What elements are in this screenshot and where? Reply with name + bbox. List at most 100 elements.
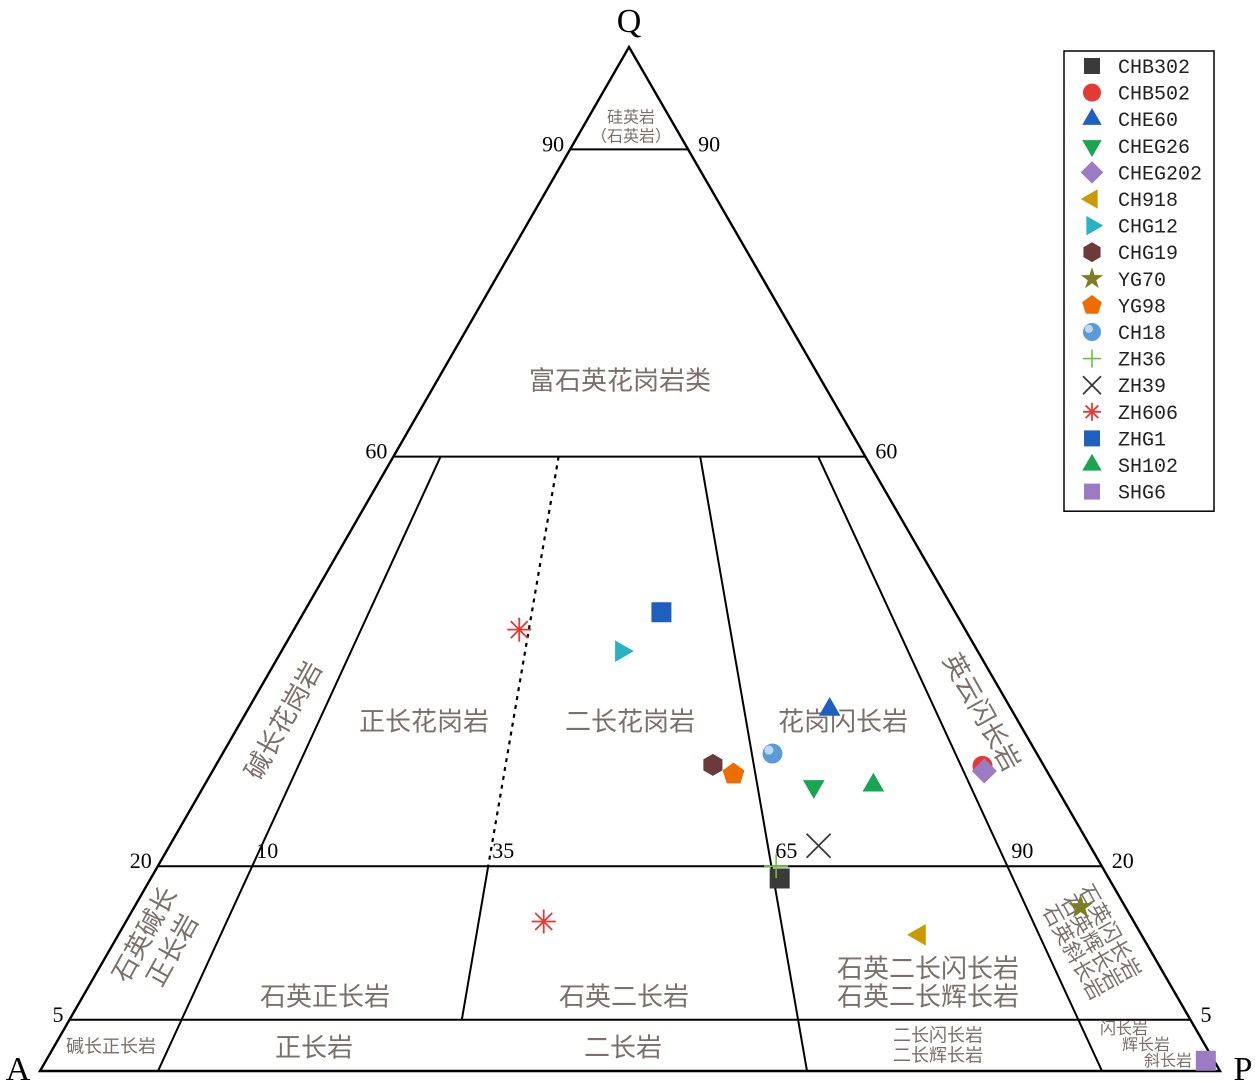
- field-alkali-syenite-line-0: 碱长正长岩: [66, 1036, 156, 1057]
- field-monzodiorite-line-0: 二长闪长岩: [893, 1025, 983, 1046]
- legend-marker-shg6: [1084, 483, 1100, 500]
- legend-entry-chb302: CHB302: [1084, 57, 1190, 80]
- point-ch918: [907, 923, 926, 946]
- legend-entry-cheg26: CHEG26: [1082, 137, 1190, 160]
- diagram-frame: [37, 44, 1223, 1073]
- point-zhg1: [651, 602, 672, 623]
- ratio-line-65: [699, 456, 808, 1072]
- field-diorite-line-0: 闪长岩: [1100, 1019, 1148, 1038]
- point-cheg202: [971, 758, 997, 784]
- q-tick-left-60: 60: [365, 439, 387, 464]
- ratio-line-90: [817, 456, 1103, 1072]
- field-qz-syenite-line-0: 石英正长岩: [260, 982, 390, 1012]
- field-quartz-rich-granitoid: 富石英花岗岩类: [529, 366, 711, 396]
- legend-label-yg98: YG98: [1118, 296, 1166, 319]
- q-tick-right-5: 5: [1200, 1002, 1211, 1027]
- legend-entry-cheg202: CHEG202: [1080, 161, 1202, 186]
- field-syenogranite-line-0: 正长花岗岩: [359, 707, 489, 737]
- legend-marker-sh102: [1082, 453, 1102, 471]
- point-cheg26: [802, 780, 825, 799]
- legend-marker-cheg26: [1082, 140, 1102, 158]
- field-labels: 硅英岩（石英岩）富石英花岗岩类碱长花岗岩正长花岗岩二长花岗岩花岗闪长岩英云闪长岩…: [66, 107, 1192, 1070]
- legend-entry-chg19: CHG19: [1083, 242, 1178, 266]
- point-ch18: [762, 743, 783, 764]
- legend-marker-chb302: [1084, 58, 1100, 74]
- field-syenite-line-0: 正长岩: [275, 1033, 353, 1063]
- triangle-outline: [37, 44, 1223, 1073]
- legend-entry-zh39: ZH39: [1082, 375, 1166, 399]
- legend-entry-yg70: YG70: [1080, 267, 1166, 293]
- legend-marker-chb502: [1083, 83, 1101, 102]
- field-alkali-syenite: 碱长正长岩: [66, 1036, 156, 1057]
- point-shg6: [1195, 1050, 1216, 1071]
- field-quartz-rich-granitoid-line-0: 富石英花岗岩类: [529, 366, 711, 396]
- legend-label-ch918: CH918: [1118, 190, 1178, 213]
- field-qz-monzodiorite-line-1: 石英二长辉长岩: [837, 982, 1019, 1012]
- q-tick-left-90: 90: [542, 131, 564, 156]
- legend-marker-yg98: [1082, 295, 1102, 314]
- legend-marker-chg19: [1083, 242, 1101, 263]
- field-alkali-feldspar-granite: 碱长花岗岩: [240, 657, 329, 785]
- legend-label-yg70: YG70: [1118, 270, 1166, 293]
- point-zh39: [805, 833, 832, 859]
- field-quartzolite-line-0: 硅英岩: [607, 107, 655, 126]
- point-chg12: [615, 640, 634, 662]
- legend-label-cheg202: CHEG202: [1118, 163, 1202, 186]
- point-zh36: [764, 854, 789, 879]
- legend-entry-yg98: YG98: [1082, 295, 1166, 319]
- point-sh102: [862, 772, 885, 792]
- q-tick-left-5: 5: [52, 1002, 63, 1027]
- legend-marker-zhg1: [1084, 430, 1100, 447]
- legend-marker-zh36: [1083, 349, 1101, 368]
- legend-label-shg6: SHG6: [1118, 483, 1166, 506]
- q-tick-left-20: 20: [130, 848, 152, 873]
- legend-entry-chg12: CHG12: [1086, 215, 1178, 240]
- legend-label-che60: CHE60: [1118, 110, 1178, 133]
- point-yg70: [1068, 894, 1093, 918]
- point-yg98: [722, 762, 745, 784]
- field-quartzolite-line-1: （石英岩）: [591, 126, 671, 145]
- legend-label-zhg1: ZHG1: [1118, 429, 1166, 452]
- field-diorite-line-1: 辉长岩: [1122, 1035, 1170, 1054]
- apex-label-q: Q: [617, 3, 642, 40]
- apex-label-a: A: [6, 1051, 31, 1083]
- legend-entry-sh102: SH102: [1082, 453, 1178, 479]
- legend-label-sh102: SH102: [1118, 456, 1178, 479]
- legend-entry-zh36: ZH36: [1083, 349, 1166, 373]
- data-points: [507, 602, 1216, 1071]
- legend-marker-cheg202: [1080, 161, 1104, 184]
- q-tick-right-90: 90: [698, 131, 720, 156]
- field-monzogranite-line-0: 二长花岗岩: [565, 707, 695, 737]
- legend-label-zh606: ZH606: [1118, 403, 1178, 426]
- legend-entry-zhg1: ZHG1: [1084, 429, 1166, 452]
- point-chg19: [703, 753, 723, 776]
- field-syenogranite: 正长花岗岩: [359, 707, 489, 737]
- field-qz-monzonite: 石英二长岩: [559, 982, 689, 1012]
- ratio-tick-10: 10: [256, 838, 278, 863]
- legend-entry-zh606: ZH606: [1083, 402, 1178, 426]
- point-chb302: [769, 868, 790, 889]
- field-alkali-feldspar-granite-line-0: 碱长花岗岩: [240, 657, 329, 785]
- field-granodiorite: 花岗闪长岩: [778, 707, 908, 737]
- point-zh606-2: [507, 617, 532, 642]
- legend-marker-chg12: [1086, 215, 1104, 236]
- field-qz-syenite: 石英正长岩: [260, 982, 390, 1012]
- legend-marker-yg70: [1080, 267, 1104, 289]
- q-tick-right-60: 60: [875, 439, 897, 464]
- field-syenite: 正长岩: [275, 1033, 353, 1063]
- field-diorite-line-2: 斜长岩: [1144, 1051, 1192, 1070]
- field-quartzolite: 硅英岩（石英岩）: [591, 107, 671, 145]
- q-tick-right-20: 20: [1112, 848, 1134, 873]
- legend-marker-che60: [1082, 107, 1102, 125]
- apex-label-p: P: [1234, 1051, 1253, 1083]
- ratio-tick-90: 90: [1011, 838, 1033, 863]
- field-qz-monzonite-line-0: 石英二长岩: [559, 982, 689, 1012]
- field-monzogranite: 二长花岗岩: [565, 707, 695, 737]
- ratio-tick-35: 35: [492, 838, 514, 863]
- legend-entry-ch18: CH18: [1083, 323, 1166, 346]
